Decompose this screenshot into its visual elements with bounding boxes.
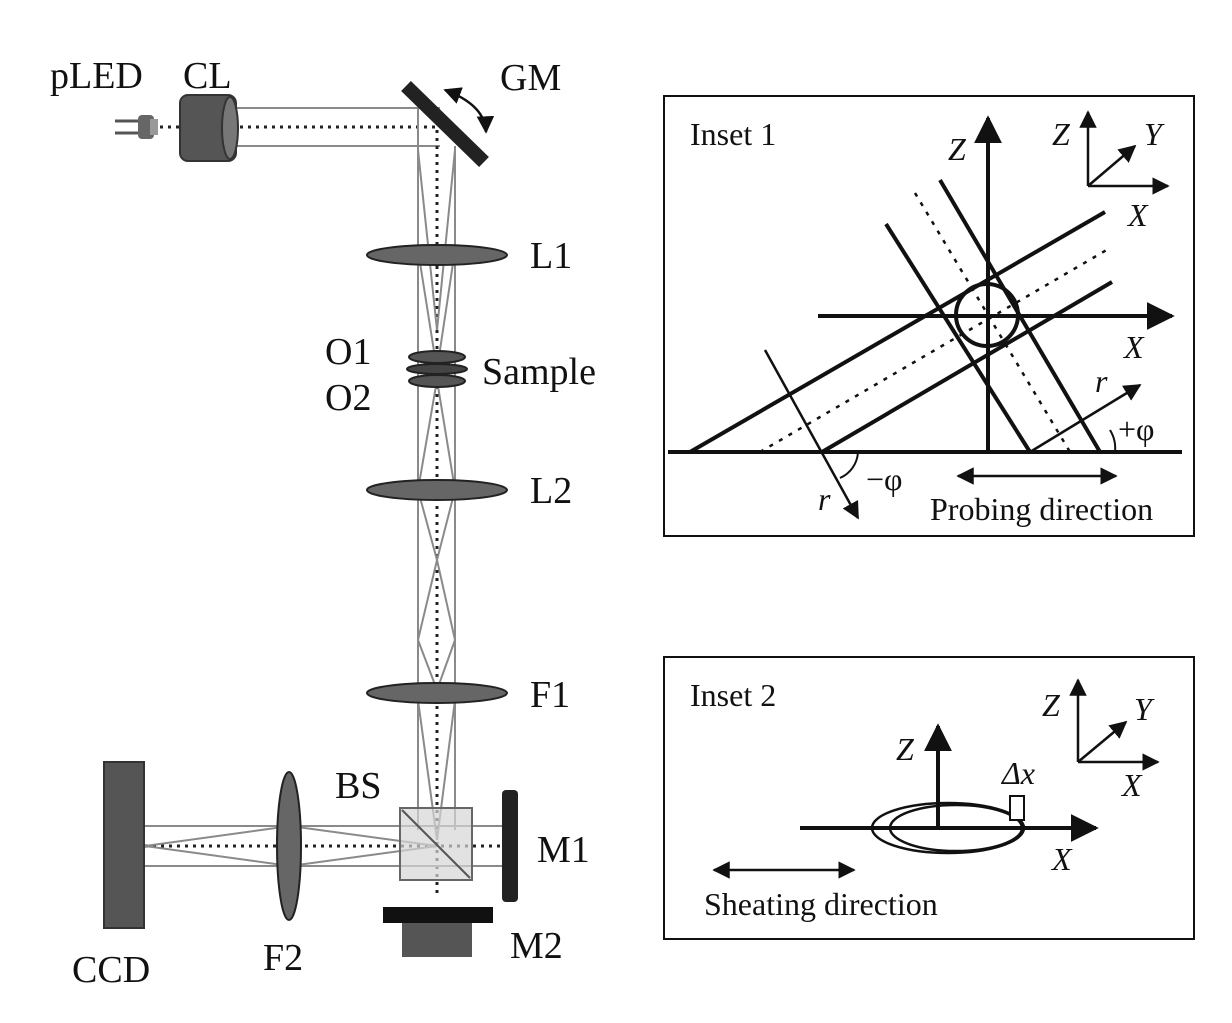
- galvo-mirror: [401, 80, 495, 168]
- label-m2: M2: [510, 925, 563, 967]
- ccd-camera: [103, 761, 145, 929]
- inset-1-r-arrow-minus: [763, 349, 860, 520]
- label-f1: F1: [530, 674, 570, 716]
- inset-1-corner-z: Z: [1052, 116, 1071, 152]
- pled-source: [115, 115, 158, 139]
- inset-1-corner-y: Y: [1144, 116, 1165, 152]
- inset-2-delta-x: Δx: [1000, 755, 1035, 791]
- inset-1-minus-phi-arc: [839, 451, 859, 479]
- label-l1: L1: [530, 235, 572, 277]
- inset-2-delta-x-box: [1009, 795, 1025, 821]
- inset-1-minus-phi: −φ: [866, 461, 903, 497]
- inset-1-r-label-plus: r: [1095, 363, 1108, 399]
- probing-direction-label: Probing direction: [930, 491, 1153, 527]
- inset-1-corner-axes: Z Y X: [1052, 110, 1170, 233]
- beam-splitter: [399, 807, 473, 881]
- label-f2: F2: [263, 937, 303, 979]
- lens-l2: [366, 479, 508, 501]
- inset-2-corner-z: Z: [1042, 687, 1061, 723]
- label-o1: O1: [325, 331, 371, 373]
- band-b-left: [884, 222, 1032, 454]
- label-sample: Sample: [482, 351, 596, 393]
- inset-2: Inset 2 Z Y X Z X Δx Sheating direction: [663, 656, 1195, 940]
- band-a-lower: [820, 280, 1114, 454]
- label-ccd: CCD: [72, 949, 150, 991]
- band-b-right: [938, 178, 1102, 454]
- inset-1-plus-phi-arc: [1109, 429, 1117, 453]
- band-a-upper: [688, 210, 1107, 454]
- mirror-m2: [383, 907, 493, 957]
- mirror-m1: [502, 790, 518, 902]
- inset-1-z-label: Z: [948, 131, 967, 167]
- label-m1: M1: [537, 829, 590, 871]
- inset-2-inner-ellipse: [888, 803, 1024, 853]
- lens-f1: [366, 682, 508, 704]
- label-o2: O2: [325, 377, 371, 419]
- inset-2-z-label: Z: [896, 731, 915, 767]
- inset-1-r-label-minus: r: [818, 481, 831, 517]
- inset-2-corner-y: Y: [1134, 691, 1155, 727]
- sample-objectives: [406, 350, 468, 388]
- label-l2: L2: [530, 470, 572, 512]
- inset-2-corner-x: X: [1120, 767, 1143, 803]
- inset-2-title: Inset 2: [690, 677, 776, 713]
- collimator-lens: [179, 94, 239, 162]
- label-cl: CL: [183, 55, 232, 97]
- inset-1-r-arrow-plus: [1029, 383, 1142, 454]
- label-gm: GM: [500, 57, 561, 99]
- label-pled: pLED: [50, 55, 143, 97]
- inset-1-corner-x: X: [1126, 197, 1149, 233]
- label-bs: BS: [335, 765, 381, 807]
- beam-vertical: [416, 108, 457, 895]
- inset-1: Inset 1 Z Y X Z X r +φ r: [663, 95, 1195, 537]
- optical-setup: pLED CL GM L1 O1 O2 Sample L2 F1 BS M1 M…: [50, 55, 596, 991]
- inset-1-x-label: X: [1122, 329, 1145, 365]
- inset-1-probe-circle: [954, 282, 1020, 348]
- inset-1-plus-phi: +φ: [1118, 411, 1155, 447]
- lens-l1: [366, 244, 508, 266]
- inset-2-corner-axes: Z Y X: [1042, 678, 1160, 803]
- inset-2-frame: [663, 656, 1195, 940]
- band-a-center: [759, 246, 1111, 454]
- inset-1-title: Inset 1: [690, 116, 776, 152]
- inset-2-x-label: X: [1050, 841, 1073, 877]
- sheating-direction-label: Sheating direction: [704, 886, 938, 922]
- inset-2-outer-ellipse: [870, 801, 1026, 855]
- lens-f2: [276, 771, 302, 921]
